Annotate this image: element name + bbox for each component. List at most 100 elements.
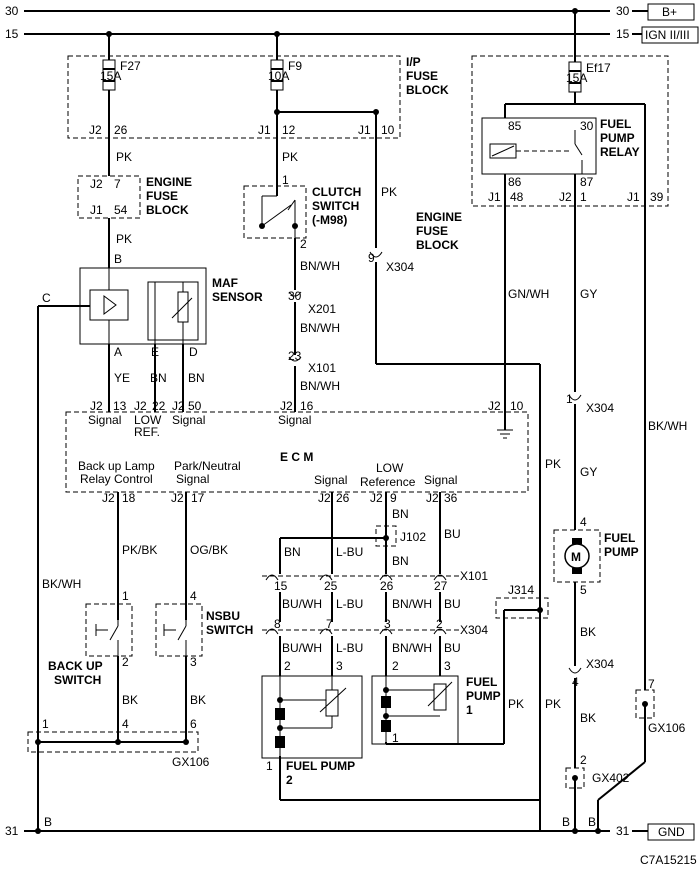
- junction-dot: [537, 607, 543, 613]
- relay-pin-87: 87: [580, 175, 594, 189]
- maf-pin-d: D: [189, 345, 198, 359]
- wire-label-l-bu-1: L-BU: [336, 545, 363, 559]
- relay-pin-86: 86: [508, 175, 522, 189]
- wire-label-bk-2: BK: [580, 711, 596, 725]
- x304-label-3: X304: [460, 623, 488, 637]
- junction-dot: [35, 739, 41, 745]
- gx106-left-pin-1: 1: [42, 717, 49, 731]
- connector-x101-symbol-top: [288, 356, 302, 362]
- ecm-top-pin-2-label2: REF.: [134, 425, 160, 439]
- fp2-sender-icon: [325, 689, 339, 717]
- wire-label-og-bk: OG/BK: [190, 543, 228, 557]
- efb-top-title-1: ENGINE: [416, 210, 462, 224]
- junction-dot: [183, 739, 189, 745]
- x101-label-bottom: X101: [460, 569, 488, 583]
- fuse-f27-rating: 15A: [100, 69, 121, 83]
- ecm-bot-pin-3-conn: J2: [318, 491, 331, 505]
- ecm-bot-pin-5-num: 36: [444, 491, 458, 505]
- fuel-pump-main: 4 M 5 FUEL PUMP: [553, 515, 639, 597]
- x304-pin-2: 2: [436, 617, 443, 631]
- gx106-right-pin: 7: [648, 677, 655, 691]
- gx106-left-pin-6: 6: [190, 717, 197, 731]
- ecm-bot-pin-1-conn: J2: [102, 491, 115, 505]
- connector-x201-symbol: [288, 291, 302, 297]
- relay-title-2: PUMP: [600, 131, 635, 145]
- fp1-pin-1: 1: [392, 731, 399, 745]
- x304-pin-3: 3: [384, 617, 391, 631]
- junction-dot: [115, 739, 121, 745]
- wire-label-bk-wh-2: BK/WH: [648, 419, 687, 433]
- wire-label-bn-4: BN: [392, 554, 409, 568]
- efb-small-top-conn: J2: [90, 177, 103, 191]
- ip-fuse-block-title-2: FUSE: [406, 69, 438, 83]
- fuse-ef17-name: Ef17: [586, 61, 611, 75]
- ecm-top-pin-2-num: 22: [152, 399, 166, 413]
- x304-pin-7: 7: [326, 617, 333, 631]
- x101-pin-25: 25: [324, 579, 338, 593]
- fp1-pin-3: 3: [444, 659, 451, 673]
- wire-label-pk-5: PK: [545, 457, 561, 471]
- engine-fuse-block-small: J2 7 J1 54 ENGINE FUSE BLOCK: [77, 175, 192, 219]
- rail-ign-num-left: 15: [5, 27, 19, 41]
- relay-pin-85: 85: [508, 119, 522, 133]
- efb-j1-39-pin: 39: [650, 190, 664, 204]
- clutch-title-1: CLUTCH: [312, 185, 361, 199]
- ecm-top-pin-2-label: LOW: [134, 413, 162, 427]
- ign-label-box: [641, 26, 699, 44]
- ecm-bot-pin-5-label: Signal: [424, 473, 457, 487]
- rail-gnd-label: GND: [658, 825, 685, 839]
- b-plus-rail: 30 30 B+: [5, 3, 695, 21]
- wire-label-bk-4: BK: [190, 693, 206, 707]
- wire-label-pk-3: PK: [381, 185, 397, 199]
- fp-main-title-1: FUEL: [604, 531, 635, 545]
- fp1-title-1: FUEL: [466, 675, 497, 689]
- gnd-pin-b-3: B: [44, 815, 52, 829]
- wire-label-bu-1: BU: [444, 527, 461, 541]
- ip-fuse-block: I/P FUSE BLOCK F27 15A J2 26 F9 10A J1 1…: [67, 34, 449, 248]
- fp2-pin-2: 2: [284, 659, 291, 673]
- wire-label-bn-wh-4: BN/WH: [392, 597, 432, 611]
- maf-pin-a: A: [114, 345, 122, 359]
- nsbu-title-2: SWITCH: [206, 623, 253, 637]
- x304-label-1: X304: [386, 260, 414, 274]
- fp1-winding-icon: [381, 696, 391, 708]
- fp1-title-2: PUMP: [466, 689, 501, 703]
- ecm-bot-pin-2-num: 17: [191, 491, 205, 505]
- efb-j2-1-conn: J2: [559, 190, 572, 204]
- wire-label-pk-6: PK: [545, 697, 561, 711]
- fp-main-pin-5: 5: [580, 583, 587, 597]
- gx106-left-pin-4: 4: [122, 717, 129, 731]
- ip-j1-10-conn: J1: [358, 123, 371, 137]
- ecm-bot-pin-5-conn: J2: [426, 491, 439, 505]
- b-plus-label-box: [647, 3, 695, 21]
- connector-x304-pin4-symbol: [568, 667, 582, 674]
- wire-label-l-bu-2: L-BU: [336, 597, 363, 611]
- gnd-pin-b-2: B: [588, 815, 596, 829]
- x304-label-4: X304: [586, 657, 614, 671]
- ecm-bot-pin-3-label: Signal: [314, 473, 347, 487]
- wire-label-l-bu-3: L-BU: [336, 641, 363, 655]
- wire-label-bu-3: BU: [444, 641, 461, 655]
- gx106-right-label: GX106: [648, 721, 686, 735]
- efb-j1-48-conn: J1: [488, 190, 501, 204]
- efb-j1-39-conn: J1: [627, 190, 640, 204]
- x101-pin-15: 15: [274, 579, 288, 593]
- ecm-bot-pin-4-label: LOW: [376, 461, 404, 475]
- wire-label-bn-wh-5: BN/WH: [392, 641, 432, 655]
- j314-label: J314: [508, 583, 534, 597]
- fp2-pin-1: 1: [266, 759, 273, 773]
- footer-code: C7A15215: [640, 853, 697, 867]
- ecm-bot-pin-2-label: Park/Neutral: [174, 459, 241, 473]
- backup-pin-1: 1: [122, 589, 129, 603]
- maf-title-1: MAF: [212, 276, 238, 290]
- connector-x304-pin1-symbol: [568, 394, 582, 401]
- ecm-top-pin-3-label: Signal: [172, 413, 205, 427]
- wire-label-bn-3: BN: [392, 507, 409, 521]
- x201-label: X201: [308, 302, 336, 316]
- maf-pin-b: B: [114, 252, 122, 266]
- wire-label-pk-4: PK: [116, 232, 132, 246]
- relay-title-3: RELAY: [600, 145, 640, 159]
- fuse-ef17-rating: 15A: [566, 71, 587, 85]
- efb-small-bottom-pin: 54: [114, 203, 128, 217]
